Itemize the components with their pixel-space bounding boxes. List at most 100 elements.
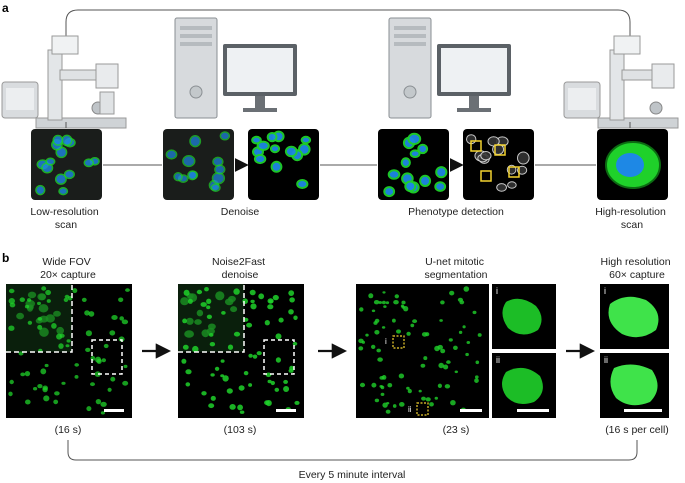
cell-mark: [227, 344, 234, 350]
loop-back-line: [65, 9, 631, 48]
cell-mark: [507, 181, 517, 189]
cell-mark: [16, 312, 24, 320]
cell-mark: [270, 380, 275, 386]
cell-mark: [487, 136, 500, 147]
cell-mark: [475, 360, 480, 365]
cell-mark: [475, 375, 479, 379]
cell-mark: [256, 140, 270, 152]
cell-mark: [239, 410, 245, 414]
cell-mark: [437, 383, 442, 388]
cell-mark: [437, 344, 444, 350]
cell-mark: [278, 317, 284, 323]
cell-mark: [385, 301, 390, 305]
zoom-frame: [178, 284, 245, 353]
cell-mark: [187, 170, 198, 181]
cell-mark: [201, 329, 210, 338]
cell-mark: [373, 321, 378, 325]
cell-mark: [465, 352, 469, 357]
cell-mark: [204, 287, 209, 292]
cell-mark: [123, 364, 128, 369]
cell-mark: [109, 330, 116, 336]
zoom-frame: [6, 284, 73, 353]
cell-mark: [385, 409, 391, 414]
cell-mark: [292, 341, 298, 346]
step-label-high-resolution-scan: High-resolution scan: [595, 206, 669, 231]
cell-mark: [233, 288, 240, 295]
cell-mark: [383, 305, 387, 308]
cell-mark: [517, 151, 530, 165]
nuclei-dots: [8, 286, 482, 415]
cell-mark: [185, 369, 192, 375]
cell-mark: [37, 316, 43, 321]
cell-mark: [19, 297, 25, 303]
cell-mark: [46, 299, 51, 303]
cell-mark: [258, 293, 265, 300]
cell-mark: [58, 187, 69, 196]
cell-mark: [358, 346, 364, 351]
cell-mark: [293, 315, 298, 321]
cell-mark: [183, 289, 190, 296]
cell-mark: [386, 402, 390, 405]
cell-mark: [400, 157, 411, 168]
cell-mark: [448, 338, 453, 342]
cell-mark: [246, 322, 253, 328]
cell-mark: [409, 149, 421, 158]
cell-mark: [103, 343, 109, 349]
cell-mark: [371, 344, 376, 349]
cell-mark: [252, 354, 258, 359]
cell-mark: [52, 134, 64, 146]
cell-mark: [449, 290, 455, 296]
cell-mark: [406, 331, 411, 336]
cell-mark: [477, 333, 482, 337]
cell-mark: [256, 351, 262, 356]
cell-mark: [122, 380, 129, 386]
cell-mark: [222, 375, 229, 382]
cell-mark: [111, 315, 118, 320]
cell-mark: [58, 343, 64, 349]
cell-mark: [119, 316, 124, 321]
cell-mark: [65, 344, 70, 348]
detection-box: [470, 140, 482, 152]
cell-mark: [251, 135, 262, 145]
cell-mark: [387, 169, 401, 180]
cell-mark: [37, 324, 43, 330]
cell-mark: [288, 290, 295, 296]
cell-mark: [206, 314, 212, 319]
cell-mark: [294, 400, 300, 405]
time-label: (16 s): [55, 424, 82, 436]
cell-mark: [43, 395, 50, 402]
detection-box: [480, 170, 492, 182]
cell-mark: [439, 319, 443, 322]
scale-bar: [276, 409, 296, 412]
cell-mark: [379, 376, 385, 380]
cell-mark: [165, 149, 178, 160]
cell-mark: [440, 300, 445, 305]
cell-mark: [226, 388, 233, 394]
cell-mark: [187, 298, 193, 304]
cell-mark: [264, 320, 270, 326]
cell-mark: [423, 356, 428, 361]
cell-mark: [376, 348, 382, 353]
cell-mark: [229, 404, 236, 410]
cell-mark: [425, 397, 431, 402]
cell-mark: [100, 411, 105, 415]
high-res-nucleus: [616, 153, 644, 177]
cell-mark: [125, 288, 130, 292]
time-label: (103 s): [224, 424, 257, 436]
step-label-denoise: Denoise: [221, 206, 260, 218]
cell-mark: [85, 330, 92, 337]
cell-mark: [206, 298, 212, 304]
scale-bar: [624, 409, 662, 412]
cell-mark: [38, 304, 49, 313]
cell-mark: [214, 366, 220, 371]
cell-mark: [374, 398, 380, 403]
cell-mark: [480, 151, 492, 161]
stage-title-noise2fast: Noise2Fast denoise: [212, 256, 268, 281]
cell-mark: [265, 372, 272, 378]
computer-illustration: [174, 17, 297, 119]
cell-mark: [37, 384, 43, 389]
detection-label-i: i: [385, 337, 387, 346]
cell-mark: [392, 404, 397, 408]
cell-mark: [412, 319, 418, 324]
cell-mark: [41, 286, 47, 291]
